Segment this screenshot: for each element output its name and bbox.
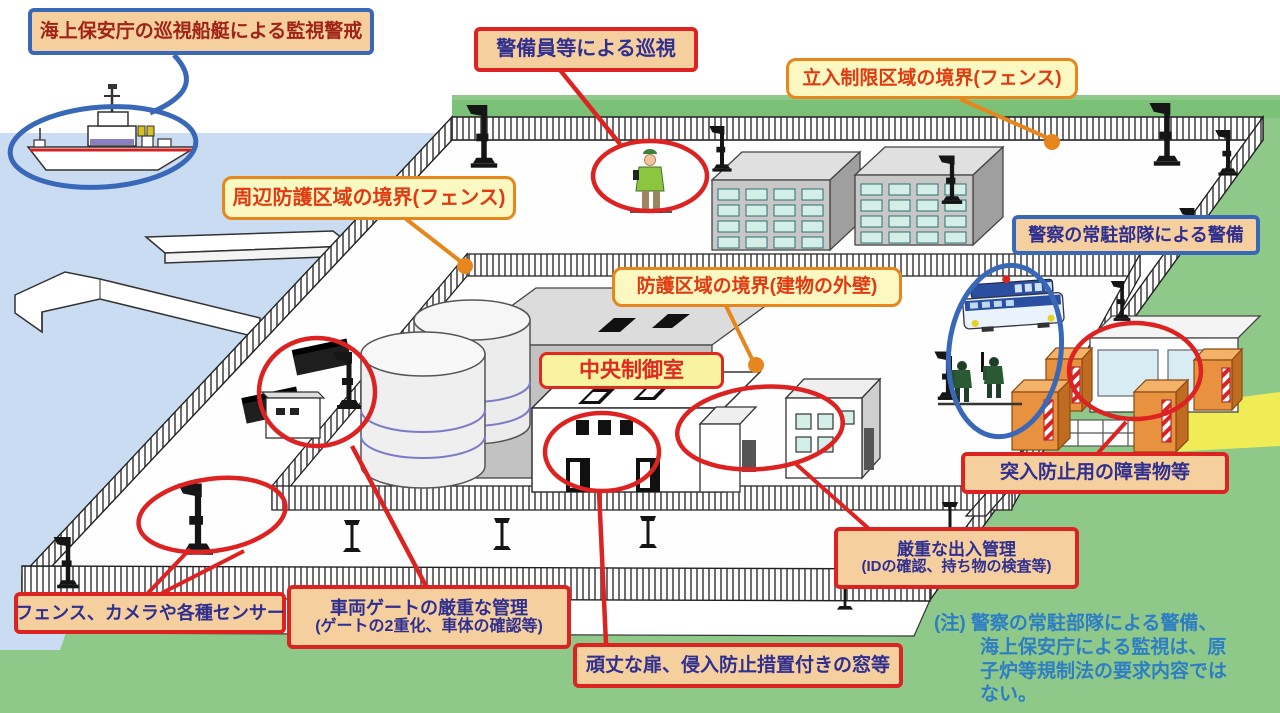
vehicle-gate <box>241 338 361 439</box>
storage-tank-front <box>360 331 486 489</box>
label-access-control-line2: (IDの確認、持ち物の検査等) <box>861 558 1052 576</box>
label-access-control-line1: 厳重な出入管理 <box>897 540 1016 560</box>
pier-l-shaped <box>14 271 261 339</box>
note-line: 子炉等規制法の要求内容では <box>980 660 1228 682</box>
gate-guard-hut <box>265 397 321 439</box>
police-circle <box>945 262 1065 440</box>
central-control-room-building <box>530 371 762 493</box>
label-central-control-room: 中央制御室 <box>539 352 724 389</box>
gatehouse-circle <box>1066 320 1204 422</box>
note-text: (注) 警察の常駐部隊による警備、 海上保安庁による監視は、原 子炉等規制法の要… <box>934 612 1278 707</box>
label-vehicle-gate: 車両ゲートの厳重な管理 (ゲートの2重化、車体の確認等) <box>287 585 571 649</box>
label-police-unit: 警察の常駐部隊による警備 <box>1012 215 1260 255</box>
entrance-circle <box>674 384 846 472</box>
label-restricted-area-boundary: 立入制限区域の境界(フェンス) <box>786 58 1078 99</box>
label-access-control: 厳重な出入管理 (IDの確認、持ち物の検査等) <box>834 527 1079 589</box>
note-line: (注) 警察の常駐部隊による警備、 <box>934 613 1218 634</box>
vehicle-gate-circle <box>256 335 378 449</box>
label-vehicle-gate-line1: 車両ゲートの厳重な管理 <box>330 597 528 618</box>
pier-long <box>144 230 355 264</box>
camera-circle <box>136 475 288 555</box>
boat-circle <box>7 104 199 190</box>
guard-circle <box>590 138 710 214</box>
label-protected-area-boundary: 防護区域の境界(建物の外壁) <box>612 267 902 307</box>
label-peripheral-area-boundary: 周辺防護区域の境界(フェンス) <box>222 176 516 220</box>
note-line: ない。 <box>980 684 1038 706</box>
label-anti-ramming-barriers: 突入防止用の障害物等 <box>961 452 1229 494</box>
office-building-1 <box>710 150 862 252</box>
label-sturdy-doors-windows: 頑丈な扉、侵入防止措置付きの窓等 <box>573 643 903 688</box>
label-coast-guard-patrol: 海上保安庁の巡視船艇による監視警戒 <box>28 8 374 55</box>
label-fence-cameras-sensors: フェンス、カメラや各種センサー <box>14 592 286 634</box>
police-vehicle <box>962 275 1065 333</box>
office-building-2 <box>853 145 1005 247</box>
control-room-doors-circle <box>542 410 662 494</box>
corridor-building <box>698 406 758 493</box>
label-guard-patrol: 警備員等による巡視 <box>474 27 698 72</box>
leader-lines <box>146 53 1128 645</box>
label-vehicle-gate-line2: (ゲートの2重化、車体の確認等) <box>315 618 543 636</box>
note-line: 海上保安庁による監視は、原 <box>980 636 1227 658</box>
patrol-boat <box>26 84 199 171</box>
highlight-circles <box>7 104 1204 555</box>
